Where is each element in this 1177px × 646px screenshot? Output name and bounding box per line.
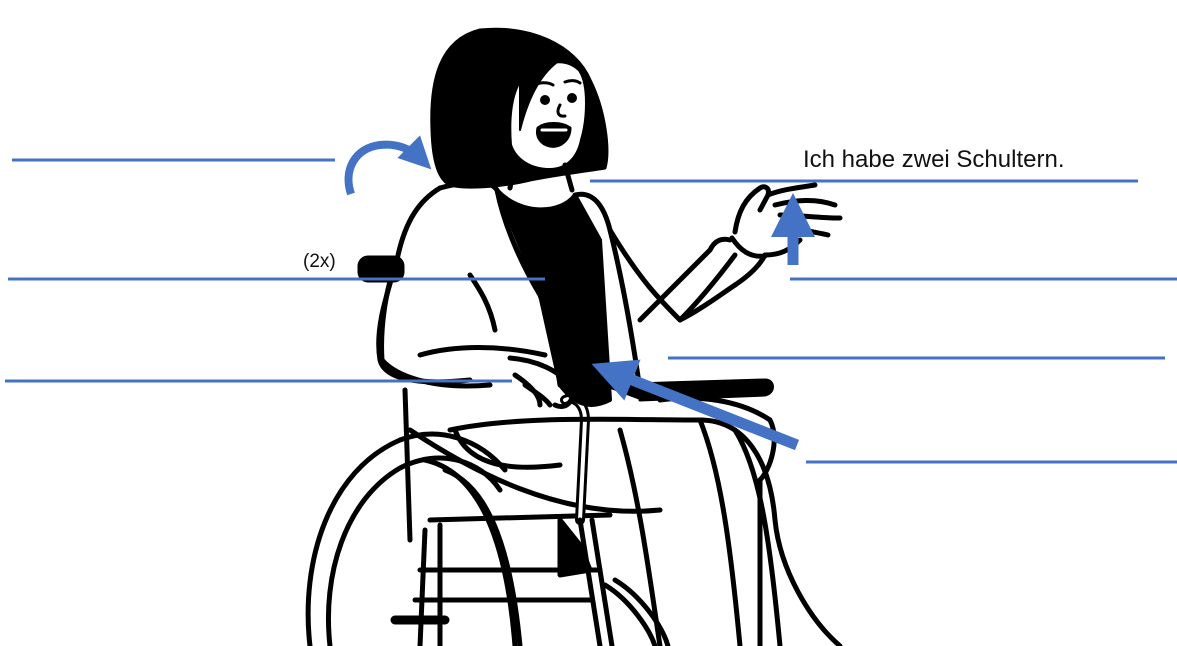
legs [450,419,840,646]
right-arm-raised [640,185,840,320]
curved-arrow-icon [349,145,420,194]
head [432,29,607,190]
example-sentence: Ich habe zwei Schultern. [803,146,1064,174]
illustration-woman-in-wheelchair [308,29,840,646]
wheelchair [308,258,774,646]
twice-marker: (2x) [303,251,336,273]
